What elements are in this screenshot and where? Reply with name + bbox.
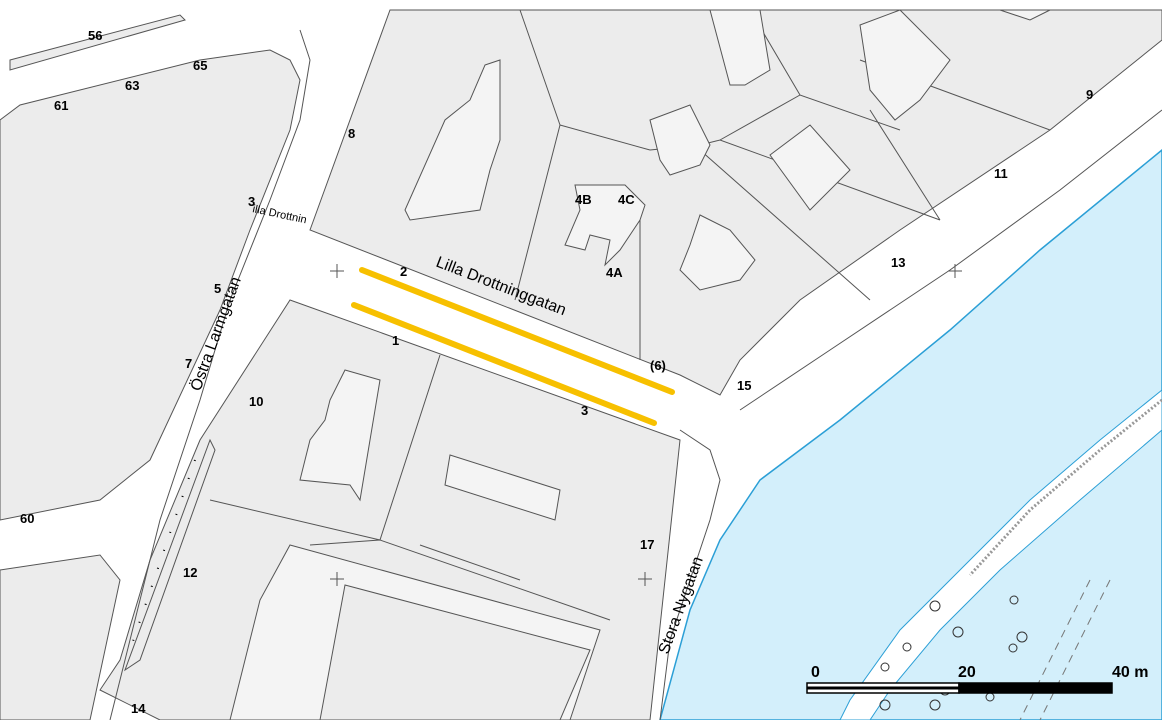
scale-label-20: 20 [958,664,976,681]
address-17: 17 [640,537,654,552]
address-8: 8 [348,126,355,141]
grid-cross-3 [330,572,344,586]
building-north-1 [404,59,501,221]
tree-3 [1009,595,1019,605]
address-3-ostra: 3 [248,194,255,209]
tree-1 [929,600,941,612]
address-6: (6) [650,358,666,373]
block-strip-north [9,14,186,71]
river-water [659,149,1162,720]
road-edge-east [739,109,1162,411]
scale-bar: 0 20 40 m [806,664,1148,694]
grid-cross-2 [948,264,962,278]
building-south-2 [444,454,561,521]
address-15: 15 [737,378,751,393]
grid-cross-4 [638,572,652,586]
parcel-lines-north [514,9,1051,360]
address-11: 11 [994,166,1008,181]
address-2: 2 [400,264,407,279]
address-10: 10 [249,394,263,409]
building-north-7 [859,9,951,121]
grid-cross-1 [330,264,344,278]
tree-10 [929,699,941,711]
address-12: 12 [183,565,197,580]
tree-2 [952,626,964,638]
building-north-4 [769,124,851,211]
scale-label-0: 0 [811,664,820,681]
address-13: 13 [891,255,905,270]
building-south-1 [299,369,381,502]
building-north-5 [679,214,756,291]
address-60: 60 [20,511,34,526]
river-shore [839,389,1162,720]
block-northwest [0,49,301,521]
road-edge-ostra [109,29,311,720]
address-56: 56 [88,28,102,43]
tree-6 [902,642,912,652]
address-61: 61 [54,98,68,113]
road-edge-stora [659,429,721,720]
address-7: 7 [185,356,192,371]
tree-7 [880,662,890,672]
highlight-segment-south [351,302,657,426]
building-north-6 [709,9,771,86]
address-4c: 4C [618,192,635,207]
address-3-lilla: 3 [581,403,588,418]
address-1: 1 [392,333,399,348]
address-63: 63 [125,78,139,93]
street-label-lilla-drottn-short: illa Drottnin [251,203,307,226]
scale-label-40: 40 m [1112,664,1148,681]
building-north-8 [999,9,1051,21]
building-north-2 [564,184,646,267]
shore-stones [968,398,1162,577]
tree-11 [879,699,891,711]
scale-bar-segment-black [958,682,1113,694]
address-9: 9 [1086,87,1093,102]
block-southwest [0,554,121,720]
address-65: 65 [193,58,207,73]
tree-4 [1016,631,1028,643]
address-5: 5 [214,281,221,296]
shore-path-dashed [1019,579,1111,720]
block-north [309,9,1162,396]
address-4b: 4B [575,192,592,207]
address-14: 14 [131,701,146,716]
highlight-segment-north [359,267,675,395]
address-4a: 4A [606,265,623,280]
parcel-lines-south [209,354,611,621]
building-north-3 [649,104,711,176]
building-south-4 [319,584,591,720]
tram-island [123,438,216,672]
tree-5 [1008,643,1018,653]
